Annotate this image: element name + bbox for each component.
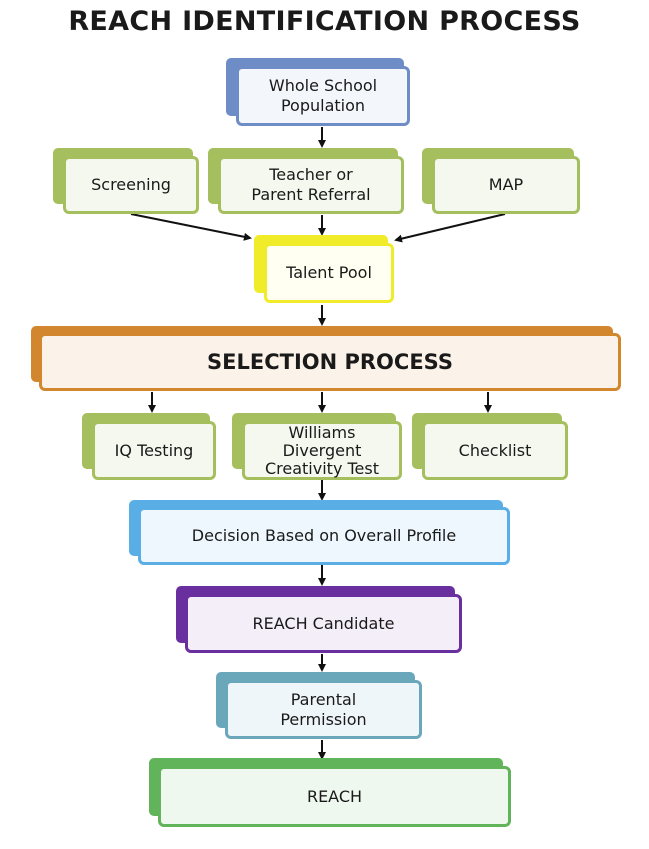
referral-line2: Parent Referral (251, 185, 371, 204)
referral-line1: Teacher or (269, 165, 353, 184)
node-decision: Decision Based on Overall Profile (129, 500, 510, 566)
williams-line2: Divergent (282, 440, 362, 460)
node-map: MAP (422, 148, 580, 215)
node-reach: REACH (149, 758, 511, 828)
selection-label: SELECTION PROCESS (207, 350, 453, 374)
node-talent-pool: Talent Pool (254, 235, 394, 305)
arrow-screening-to-pool (130, 213, 252, 241)
iq-label: IQ Testing (114, 440, 194, 460)
node-iq-testing: IQ Testing (82, 413, 216, 481)
permission-line1: Parental (290, 689, 357, 709)
williams-line3: Creativity Test (264, 458, 379, 478)
map-label: MAP (488, 175, 524, 194)
arrow-map-to-pool (394, 213, 506, 243)
diagram-title: REACH IDENTIFICATION PROCESS (68, 6, 581, 37)
screening-label: Screening (91, 175, 171, 194)
whole-school-line2: Population (280, 96, 366, 115)
williams-line1: Williams (288, 422, 356, 442)
node-selection-process: SELECTION PROCESS (31, 326, 621, 392)
whole-school-line1: Whole School (268, 76, 378, 95)
candidate-label: REACH Candidate (252, 613, 395, 633)
node-screening: Screening (53, 148, 199, 215)
talent-pool-label: Talent Pool (286, 263, 372, 282)
node-reach-candidate: REACH Candidate (176, 586, 462, 654)
node-checklist: Checklist (412, 413, 568, 481)
decision-label: Decision Based on Overall Profile (191, 526, 457, 545)
permission-line2: Permission (280, 709, 367, 729)
checklist-label: Checklist (458, 440, 532, 460)
reach-label: REACH (306, 786, 363, 806)
